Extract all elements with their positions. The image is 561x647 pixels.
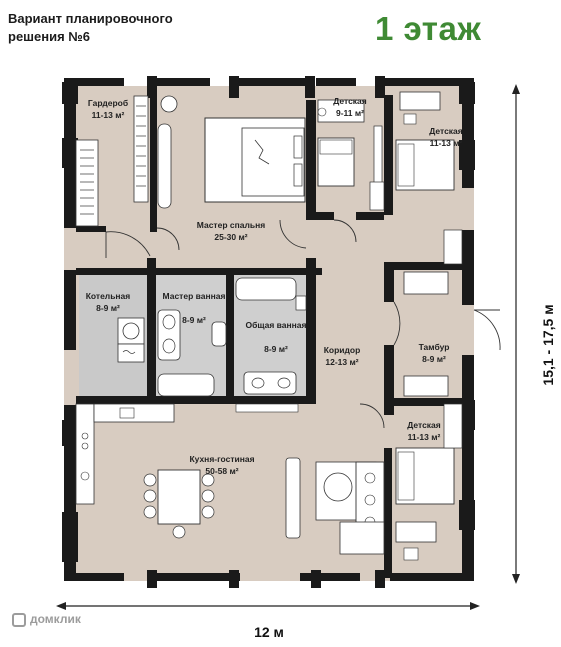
width-label: 12 м xyxy=(254,624,284,640)
room-label-kitchen: Кухня-гостиная xyxy=(189,454,254,464)
door-swings xyxy=(105,219,501,429)
title-line-1: Вариант планировочного xyxy=(8,11,173,26)
wardrobe-shelves xyxy=(75,95,178,227)
room-label-corr: Коридор xyxy=(324,345,361,355)
room-label-tamb: Тамбур xyxy=(419,342,450,352)
room-area-corr: 12-13 м² xyxy=(325,357,358,367)
room-label-gard: Гардероб xyxy=(88,98,128,108)
room-area-kid3: 11-13 м² xyxy=(408,432,441,442)
room-area-kid1: 9-11 м² xyxy=(336,108,364,118)
room-label-kid2: Детская xyxy=(429,126,463,136)
plan-title: Вариант планировочного решения №6 xyxy=(8,10,173,46)
width-dimension xyxy=(56,602,480,610)
watermark-text: домклик xyxy=(30,612,81,626)
boiler-equipment xyxy=(117,317,145,363)
common-bath-fixtures xyxy=(235,277,307,413)
room-label-cbath: Общая ванная xyxy=(246,320,307,330)
room-area-gard: 11-13 м² xyxy=(92,110,125,120)
height-dimension xyxy=(512,84,520,584)
room-area-master: 25-30 м² xyxy=(214,232,247,242)
kitchen-counter xyxy=(75,403,175,505)
room-label-kid1: Детская xyxy=(333,96,367,106)
room-area-cbath: 8-9 м² xyxy=(264,344,288,354)
room-area-tamb: 8-9 м² xyxy=(422,354,446,364)
kids-bed-3 xyxy=(395,403,463,561)
room-area-kitchen: 50-58 м² xyxy=(205,466,238,476)
room-area-kid2: 11-13 м² xyxy=(430,138,463,148)
room-labels: Гардероб 11-13 м² Мастер спальня 25-30 м… xyxy=(86,96,463,476)
dining-table xyxy=(143,469,215,539)
kids-bed-2 xyxy=(395,91,463,265)
room-label-master: Мастер спальня xyxy=(197,220,265,230)
title-line-2: решения №6 xyxy=(8,29,90,44)
living-sofa xyxy=(285,457,385,555)
master-bath-fixtures xyxy=(157,309,227,397)
room-label-kid3: Детская xyxy=(407,420,441,430)
tambur-wardrobes xyxy=(403,271,449,397)
kids-bed-1 xyxy=(317,99,385,211)
domclick-logo-icon xyxy=(12,612,26,627)
watermark: домклик xyxy=(12,612,81,627)
floor-label: 1 этаж xyxy=(375,10,482,47)
master-bed xyxy=(204,117,306,203)
room-area-mbath: 8-9 м² xyxy=(182,315,206,325)
room-label-boiler: Котельная xyxy=(86,291,131,301)
interior-walls xyxy=(76,86,462,578)
room-label-mbath: Мастер ванная xyxy=(163,291,226,301)
room-area-boiler: 8-9 м² xyxy=(96,303,120,313)
height-label: 15,1 - 17,5 м xyxy=(540,304,556,385)
